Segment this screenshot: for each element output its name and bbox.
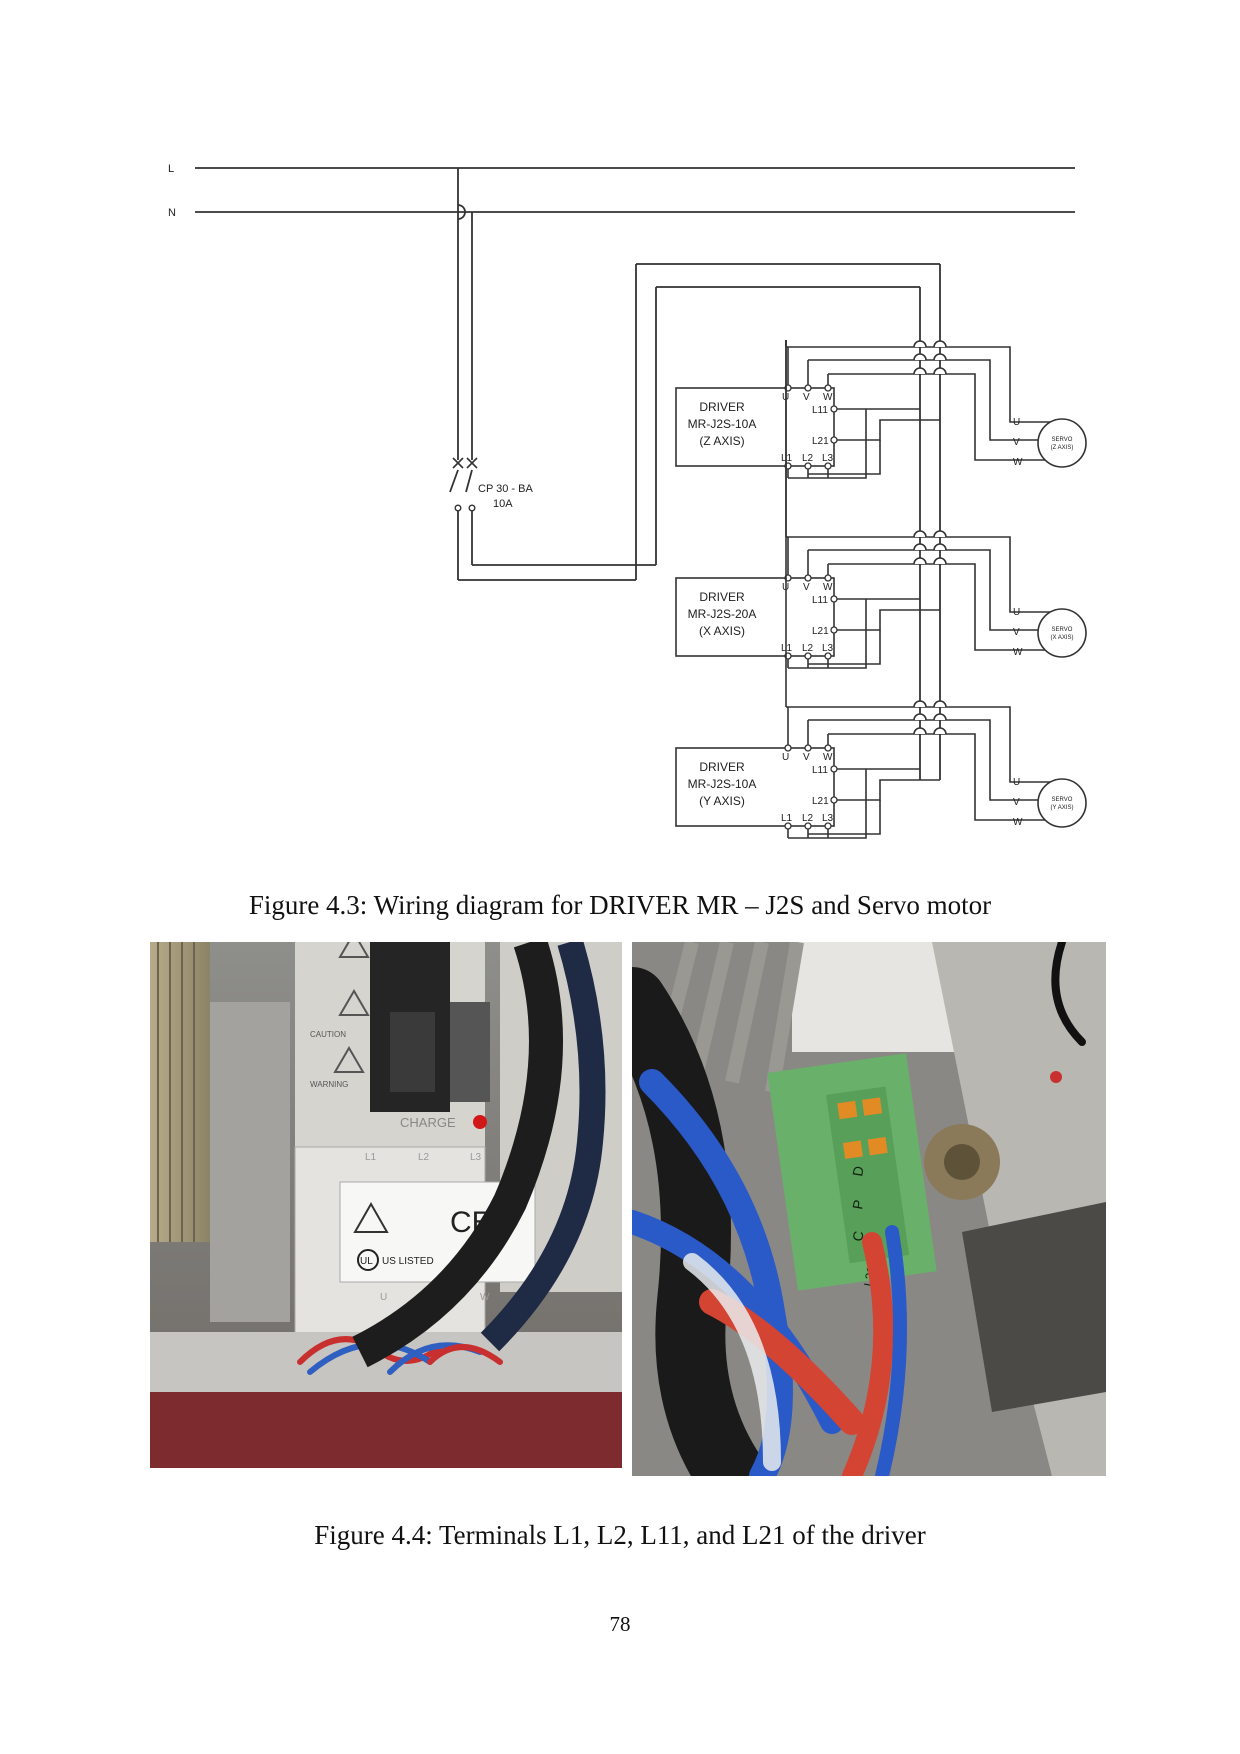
ul-mark: UL — [360, 1256, 373, 1267]
motor-axis-label: (Y AXIS) — [1051, 805, 1074, 811]
terminal-connector-photo: D P C L21 — [632, 942, 1106, 1476]
terminal-v: V — [803, 752, 810, 763]
terminal-l1: L1 — [781, 813, 793, 824]
terminal-l3: L3 — [822, 643, 834, 654]
terminal-w: W — [823, 582, 833, 593]
driver-front-photo: CAUTION WARNING CHARGE L1 L2 L3 CE UL US… — [150, 942, 622, 1468]
driver-block-2 — [675, 340, 1060, 839]
motor-v: V — [1013, 627, 1020, 638]
terminal-l3: L3 — [822, 813, 834, 824]
wiring-diagram: L N CP 30 - BA 10A DRIVER MR-J2S-10A (Z AX… — [168, 163, 1087, 839]
listed-text: US LISTED — [382, 1256, 434, 1267]
motor-axis-label: (Z AXIS) — [1051, 445, 1074, 451]
driver-title: DRIVER — [699, 590, 745, 604]
connector-pin-c: C — [849, 1230, 867, 1243]
motor-v: V — [1013, 437, 1020, 448]
breaker-model: CP 30 - BA — [478, 483, 533, 495]
motor-label: SERVO — [1052, 437, 1073, 443]
motor-u: U — [1013, 417, 1020, 428]
driver-model: MR-J2S-20A — [688, 607, 757, 621]
driver-block-0 — [675, 340, 1060, 479]
driver-axis: (Y AXIS) — [699, 794, 745, 808]
terminal-l11: L11 — [812, 405, 828, 416]
charge-led — [473, 1115, 487, 1129]
driver-axis: (X AXIS) — [699, 624, 745, 638]
motor-v: V — [1013, 797, 1020, 808]
terminal-v: V — [803, 582, 810, 593]
motor-label-w: W — [480, 1292, 490, 1303]
terminal-l11: L11 — [812, 765, 828, 776]
servo-motor — [1037, 608, 1087, 658]
motor-label: SERVO — [1052, 627, 1073, 633]
motor-u: U — [1013, 777, 1020, 788]
servo-motor — [1037, 778, 1087, 828]
figure-4-4-caption: Figure 4.4: Terminals L1, L2, L11, and L… — [314, 1520, 926, 1550]
terminal-l11: L11 — [812, 595, 828, 606]
connector-pin-d: D — [849, 1165, 867, 1178]
terminal-w: W — [823, 752, 833, 763]
terminal-label-l2: L2 — [418, 1152, 430, 1163]
line-label-n: N — [168, 207, 176, 219]
servo-motor — [1037, 418, 1087, 468]
terminal-l21: L21 — [812, 436, 829, 447]
terminal-l21: L21 — [812, 796, 829, 807]
terminal-l3: L3 — [822, 453, 834, 464]
line-label-l: L — [168, 163, 174, 175]
driver-box — [675, 747, 835, 827]
terminal-u: U — [782, 752, 789, 763]
motor-w: W — [1013, 647, 1023, 658]
driver-box — [675, 577, 835, 657]
page-number: 78 — [609, 1612, 631, 1636]
driver-model: MR-J2S-10A — [688, 417, 757, 431]
driver-axis: (Z AXIS) — [699, 434, 744, 448]
warning-label: WARNING — [310, 1080, 348, 1089]
terminal-l2: L2 — [802, 453, 814, 464]
terminal-v: V — [803, 392, 810, 403]
motor-label: SERVO — [1052, 797, 1073, 803]
caution-label: CAUTION — [310, 1030, 346, 1039]
motor-label-u: U — [380, 1292, 387, 1303]
motor-w: W — [1013, 457, 1023, 468]
connector-pin-p: P — [849, 1199, 866, 1211]
driver-box — [675, 387, 835, 467]
motor-w: W — [1013, 817, 1023, 828]
charge-label: CHARGE — [400, 1115, 456, 1130]
motor-axis-label: (X AXIS) — [1050, 635, 1073, 641]
breaker-rating: 10A — [493, 498, 513, 510]
terminal-l21: L21 — [812, 626, 829, 637]
terminal-l2: L2 — [802, 643, 814, 654]
driver-title: DRIVER — [699, 760, 745, 774]
terminal-label-l1: L1 — [365, 1152, 377, 1163]
driver-model: MR-J2S-10A — [688, 777, 757, 791]
figure-4-3-caption: Figure 4.3: Wiring diagram for DRIVER MR… — [248, 890, 992, 920]
terminal-l2: L2 — [802, 813, 814, 824]
motor-u: U — [1013, 607, 1020, 618]
driver-title: DRIVER — [699, 400, 745, 414]
terminal-w: W — [823, 392, 833, 403]
terminal-label-l3: L3 — [470, 1152, 482, 1163]
